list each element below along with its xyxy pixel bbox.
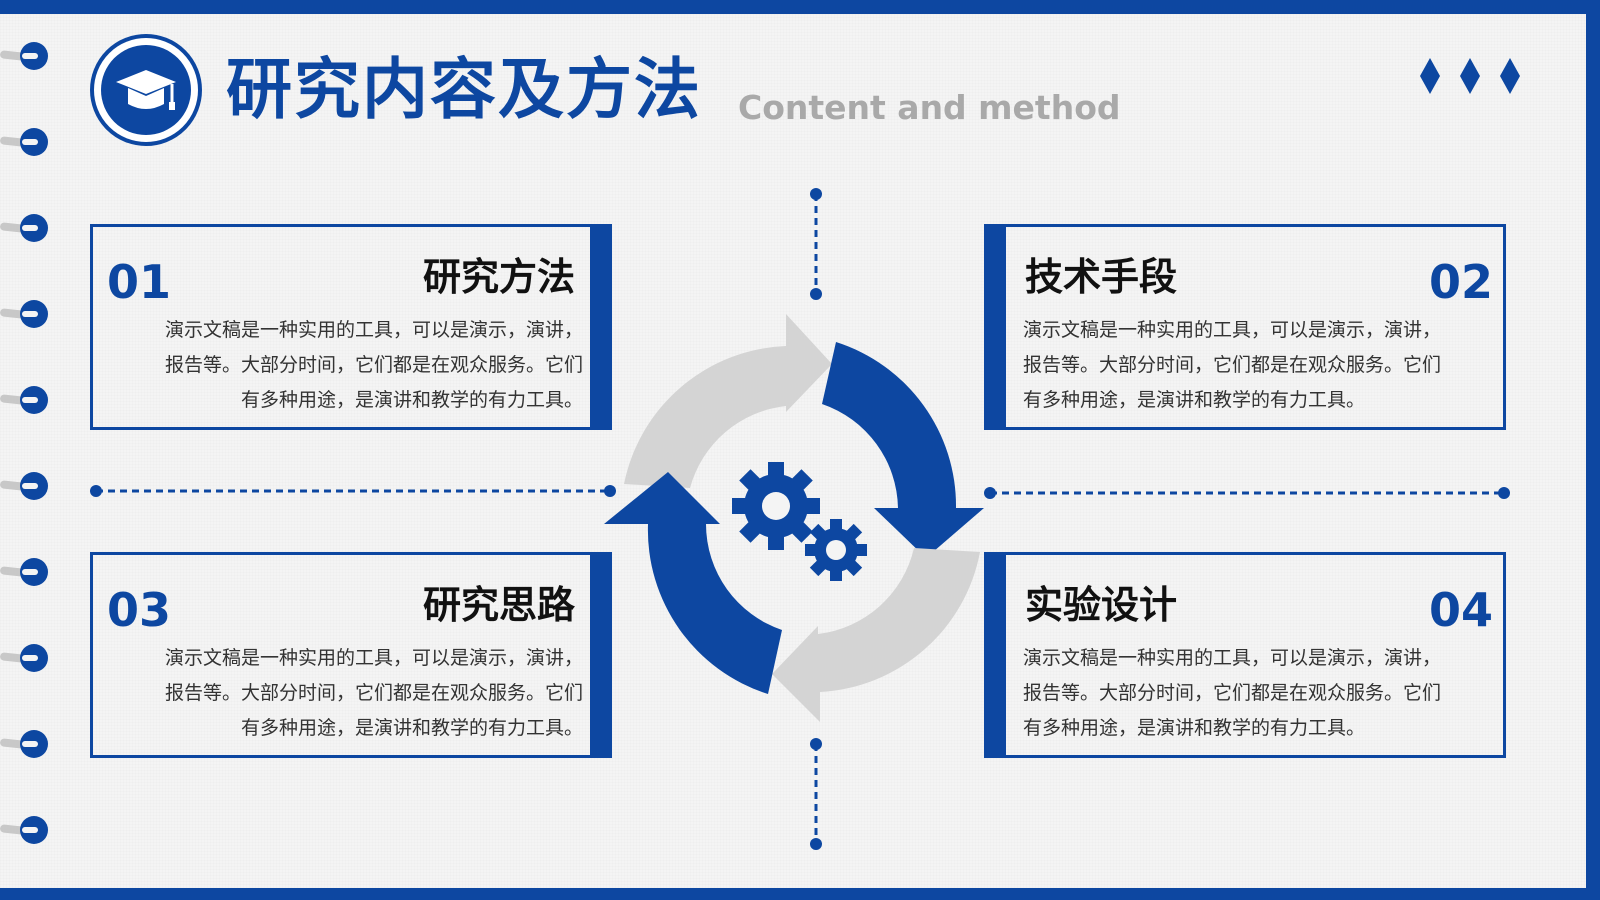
card-number: 04: [1428, 583, 1493, 637]
cycle-arrow-blue-right: [822, 342, 984, 558]
card-body-line: 报告等。大部分时间，它们都是在观众服务。它们: [1023, 682, 1442, 704]
frame-top-border: [0, 0, 1600, 14]
card-body-line: 演示文稿是一种实用的工具，可以是演示，演讲，: [164, 319, 583, 341]
card-body: 演示文稿是一种实用的工具，可以是演示，演讲， 报告等。大部分时间，它们都是在观众…: [1023, 313, 1491, 418]
card-number: 02: [1428, 255, 1493, 309]
cycle-arrow-gray-bottom: [772, 548, 980, 722]
card-body: 演示文稿是一种实用的工具，可以是演示，演讲， 报告等。大部分时间，它们都是在观众…: [1023, 641, 1491, 746]
binder-ring-icon: [0, 42, 52, 72]
notebook-page: [0, 14, 1586, 888]
binder-ring-icon: [0, 128, 52, 158]
card-accent-bar: [590, 224, 612, 430]
page-subtitle: Content and method: [738, 88, 1121, 127]
card-heading: 技术手段: [1025, 255, 1178, 299]
binder-ring-icon: [0, 644, 52, 674]
card-body-line: 演示文稿是一种实用的工具，可以是演示，演讲，: [164, 647, 583, 669]
binder-ring-icon: [0, 300, 52, 330]
card-body-line: 演示文稿是一种实用的工具，可以是演示，演讲，: [1023, 647, 1442, 669]
cycle-arrows-icon: [604, 314, 984, 722]
cycle-arrow-gray-top: [624, 314, 832, 488]
diamond-icon: [1420, 58, 1520, 94]
card-body-line: 报告等。大部分时间，它们都是在观众服务。它们: [1023, 354, 1442, 376]
graduation-cap-icon: [90, 34, 202, 146]
frame-bottom-border: [0, 888, 1600, 900]
binder-ring-icon: [0, 472, 52, 502]
card-technical-means: 技术手段 02 演示文稿是一种实用的工具，可以是演示，演讲， 报告等。大部分时间…: [984, 224, 1506, 430]
card-body-line: 报告等。大部分时间，它们都是在观众服务。它们: [164, 682, 583, 704]
card-accent-bar: [984, 224, 1006, 430]
card-body-line: 有多种用途，是演讲和教学的有力工具。: [1023, 389, 1366, 411]
binder-ring-icon: [0, 816, 52, 846]
card-research-method: 01 研究方法 演示文稿是一种实用的工具，可以是演示，演讲， 报告等。大部分时间…: [90, 224, 612, 430]
binder-ring-icon: [0, 558, 52, 588]
card-experiment-design: 实验设计 04 演示文稿是一种实用的工具，可以是演示，演讲， 报告等。大部分时间…: [984, 552, 1506, 758]
card-body-line: 报告等。大部分时间，它们都是在观众服务。它们: [164, 354, 583, 376]
card-body: 演示文稿是一种实用的工具，可以是演示，演讲， 报告等。大部分时间，它们都是在观众…: [115, 641, 583, 746]
binder-ring-icon: [0, 214, 52, 244]
card-number: 03: [107, 583, 172, 637]
card-heading: 实验设计: [1025, 583, 1178, 627]
card-number: 01: [107, 255, 172, 309]
frame-right-border: [1586, 0, 1600, 900]
binder-ring-icon: [0, 386, 52, 416]
gears-icon: [732, 462, 867, 581]
card-body-line: 演示文稿是一种实用的工具，可以是演示，演讲，: [1023, 319, 1442, 341]
card-body-line: 有多种用途，是演讲和教学的有力工具。: [240, 717, 583, 739]
card-accent-bar: [984, 552, 1006, 758]
card-heading: 研究思路: [422, 583, 575, 627]
card-body-line: 有多种用途，是演讲和教学的有力工具。: [240, 389, 583, 411]
page-title: 研究内容及方法: [226, 51, 702, 128]
card-accent-bar: [590, 552, 612, 758]
binder-ring-icon: [0, 730, 52, 760]
card-body: 演示文稿是一种实用的工具，可以是演示，演讲， 报告等。大部分时间，它们都是在观众…: [115, 313, 583, 418]
card-body-line: 有多种用途，是演讲和教学的有力工具。: [1023, 717, 1366, 739]
card-research-idea: 03 研究思路 演示文稿是一种实用的工具，可以是演示，演讲， 报告等。大部分时间…: [90, 552, 612, 758]
cycle-arrow-blue-left: [604, 472, 782, 694]
card-heading: 研究方法: [422, 255, 575, 299]
